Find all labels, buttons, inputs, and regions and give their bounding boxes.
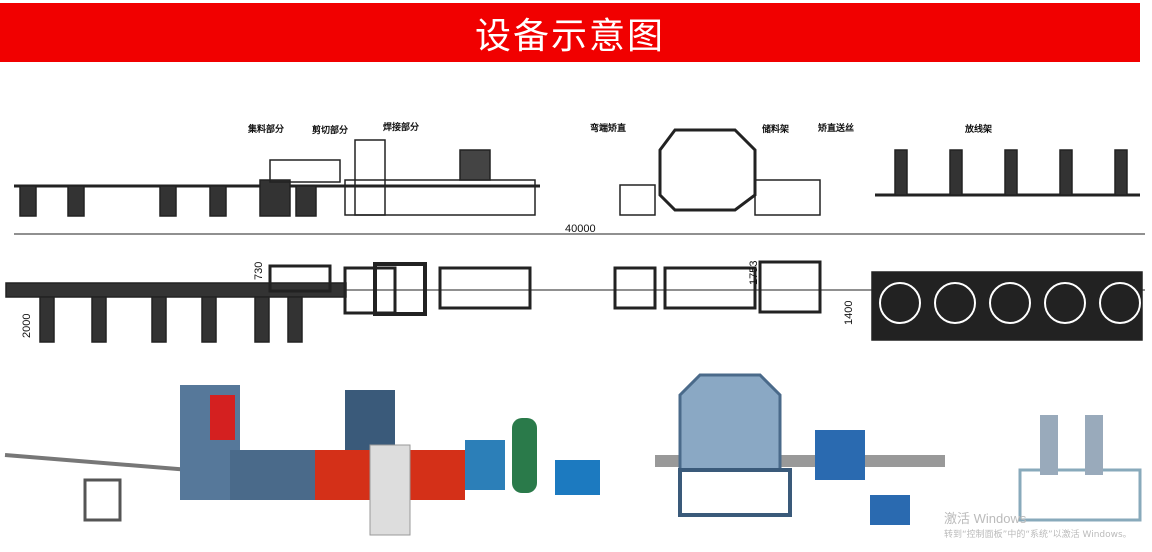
- equipment-photo: [4, 373, 1142, 536]
- label-payoff-rack: 放线架: [964, 123, 992, 135]
- label-welding: 焊接部分: [383, 121, 419, 133]
- label-collecting: 集料部分: [247, 123, 284, 135]
- activation-watermark-title: 激活 Windows: [944, 511, 1027, 526]
- page-title: 设备示意图: [474, 15, 665, 57]
- side-view-drawing: [14, 128, 1145, 235]
- plan-view-drawing: [5, 260, 1145, 343]
- dim-730: 730: [253, 262, 265, 280]
- label-shearing: 剪切部分: [312, 124, 348, 136]
- side-view-labels: 集料部分 剪切部分 焊接部分 弯端矫直 储料架 矫直送丝 放线架 40000: [247, 121, 992, 235]
- label-bending: 弯端矫直: [590, 122, 626, 134]
- dim-1753: 1753: [748, 261, 760, 285]
- dim-2000: 2000: [21, 314, 33, 338]
- dim-total-length: 40000: [565, 223, 596, 235]
- dim-1400: 1400: [843, 301, 855, 325]
- label-storage-rack: 储料架: [762, 123, 789, 135]
- plan-view-dims: 730 2000 1753 1400: [21, 261, 855, 338]
- title-banner: 设备示意图: [0, 3, 1140, 62]
- activation-watermark-text: 转到“控制面板”中的“系统”以激活 Windows。: [944, 530, 1132, 540]
- label-straightening: 矫直送丝: [818, 122, 854, 134]
